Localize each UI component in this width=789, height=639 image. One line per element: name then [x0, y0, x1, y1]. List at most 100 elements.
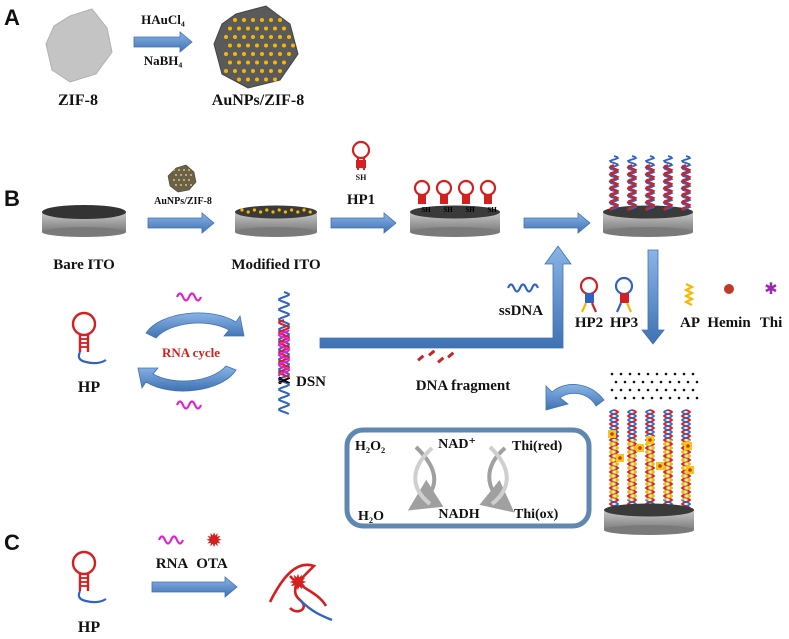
gold-nanoparticle [278, 52, 282, 56]
hp1-sh-label: SH [487, 206, 497, 214]
gold-nanoparticle [291, 43, 295, 48]
signal-dot [677, 396, 681, 400]
hp-hairpin-c [71, 550, 107, 604]
hemin-dot [610, 432, 614, 436]
gold-nanoparticle [282, 60, 286, 65]
helix-strand [680, 164, 692, 211]
ssdna-coil-icon [506, 283, 540, 293]
electrode-gold-dot [259, 210, 263, 214]
zif8-label: ZIF-8 [58, 92, 98, 109]
gold-nanoparticle [251, 35, 255, 39]
gold-nanoparticle [260, 69, 264, 73]
helix-strand [662, 155, 674, 211]
signal-dot [628, 388, 632, 392]
reagent-nabh4: NaBH₄ [144, 53, 183, 68]
gold-nanoparticle [246, 77, 250, 82]
final-electrode [604, 503, 694, 535]
rna-cycle-arrow-top [145, 312, 245, 339]
signal-dot [691, 372, 695, 376]
hp2-label: HP2 [575, 315, 603, 331]
gold-nanoparticle [260, 35, 264, 39]
electrode-gold-dot [246, 210, 250, 214]
electrode-gold-dot [296, 210, 300, 214]
electrode-gold-dot [290, 208, 294, 212]
ota-burst-icon: ✹ [206, 530, 223, 552]
gold-nanoparticle [228, 43, 232, 48]
rna-coil-c-icon [157, 535, 185, 545]
hp1-sh-label: SH [356, 173, 367, 182]
gold-nanoparticle [269, 52, 273, 56]
hp-label-c: HP [78, 619, 100, 636]
gold-nanoparticle [287, 52, 291, 56]
hp1-sh-label: SH [465, 206, 475, 214]
gold-nanoparticle [273, 43, 277, 48]
gold-nanoparticle [233, 35, 237, 39]
gold-nanoparticle [180, 184, 182, 186]
hp1-sh-label: SH [443, 206, 453, 214]
cycle-thi-red: Thi(red) [512, 439, 563, 454]
modifier-gold-dots [173, 169, 192, 186]
gold-nanoparticle [242, 35, 246, 39]
gold-nanoparticle [287, 35, 291, 39]
hemin-label: Hemin [707, 315, 751, 331]
ap-label: AP [680, 315, 700, 331]
gold-nanoparticle [251, 52, 255, 56]
signal-dot [614, 380, 618, 384]
electrode-gold-dot [240, 208, 244, 212]
catalytic-cycle-box [344, 427, 592, 529]
modifier-crystal-icon [167, 164, 197, 193]
signal-dot [614, 396, 618, 400]
thi-label: Thi [760, 315, 783, 331]
signal-dot [610, 388, 614, 392]
signal-dot [632, 380, 636, 384]
gold-nanoparticle [180, 174, 182, 176]
cycle-arc-mid-right [488, 445, 509, 506]
helix-strand [644, 164, 656, 211]
helix-strand [680, 155, 692, 211]
gold-nanoparticle [269, 35, 273, 39]
signal-dot [650, 396, 654, 400]
ota-label: OTA [196, 556, 228, 572]
signal-dot [682, 388, 686, 392]
gold-nanoparticle [190, 174, 192, 176]
scissors-icon: ✂ [278, 374, 291, 390]
signal-dot [677, 380, 681, 384]
cycle-thi-ox: Thi(ox) [514, 507, 559, 522]
helix-strand [278, 291, 290, 415]
rna-coil-top-icon [175, 292, 203, 302]
helix-strand [608, 155, 620, 211]
gold-nanoparticle [183, 169, 185, 171]
hairpin-loop [435, 179, 453, 197]
signal-dot [646, 388, 650, 392]
gold-nanoparticle [233, 18, 237, 22]
signal-dot [659, 396, 663, 400]
gold-nanoparticle [255, 43, 259, 48]
hemin-dot [638, 446, 642, 450]
signal-dot [673, 388, 677, 392]
gold-nanoparticles [224, 18, 295, 82]
gold-nanoparticle [190, 184, 192, 186]
gold-nanoparticle [237, 77, 241, 82]
gold-nanoparticle [228, 26, 232, 31]
gold-nanoparticle [282, 43, 286, 48]
gold-nanoparticle [269, 18, 273, 22]
electrode-gold-dot [302, 208, 306, 212]
gold-nanoparticle [260, 52, 264, 56]
gold-nanoparticle [255, 26, 259, 31]
gold-nanoparticle [278, 18, 282, 22]
signal-dot [668, 396, 672, 400]
gold-nanoparticle [278, 69, 282, 73]
hp1-arrow [330, 212, 397, 234]
panel-label-b: B [4, 186, 20, 211]
gold-nanoparticle [255, 60, 259, 65]
cycle-nad-plus: NAD⁺ [438, 437, 476, 452]
gold-nanoparticle [224, 69, 228, 73]
helix-strand [626, 155, 638, 211]
signal-dot [659, 380, 663, 384]
cycle-nadh: NADH [438, 507, 479, 522]
electrode-gold-dot [271, 210, 275, 214]
electrode-gold-dot [265, 208, 269, 212]
gold-nanoparticle [273, 26, 277, 31]
